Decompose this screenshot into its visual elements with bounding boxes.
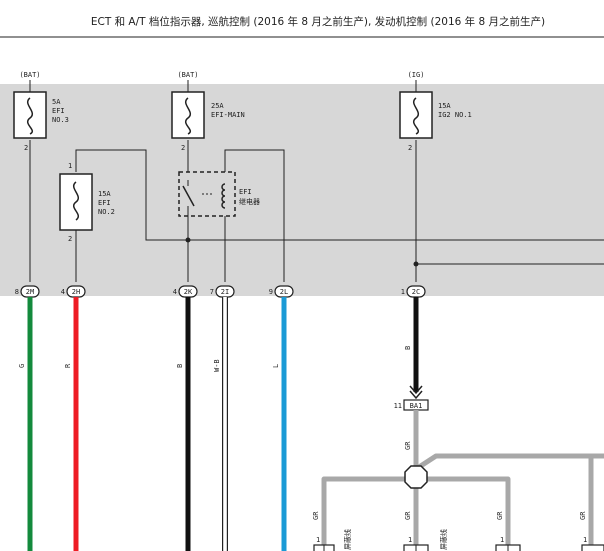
branch-connector-2: 1: [403, 536, 429, 551]
connector-2H: 4 2H: [61, 285, 86, 298]
wire-label-wb: W-B: [213, 359, 221, 372]
svg-text:EFI: EFI: [98, 199, 111, 207]
svg-text:15A: 15A: [438, 102, 451, 110]
svg-text:2: 2: [181, 144, 185, 152]
svg-text:1: 1: [68, 162, 72, 170]
branch-connector-4: 1: [581, 536, 604, 551]
splice-point-1: [185, 237, 191, 243]
fuse-efi-no3: 5A EFI NO.3 2: [13, 91, 69, 152]
svg-text:7: 7: [210, 288, 214, 296]
relay-coil: [221, 183, 226, 209]
connector-2C: 1 2C: [401, 285, 426, 298]
svg-text:EFI: EFI: [52, 107, 65, 115]
fuse-efi-main: 25A EFI-MAIN 2: [171, 91, 245, 152]
wire-label-gr-main: GR: [404, 441, 412, 450]
svg-text:11: 11: [394, 402, 402, 410]
junction-block: [0, 84, 604, 296]
relay-switch-contact: [182, 185, 195, 207]
svg-text:2: 2: [24, 144, 28, 152]
svg-text:4: 4: [173, 288, 177, 296]
wire-label-gr-3: GR: [496, 511, 504, 520]
svg-text:2I: 2I: [221, 288, 229, 296]
svg-text:1: 1: [316, 536, 320, 544]
svg-text:EFI: EFI: [239, 188, 252, 196]
svg-text:8: 8: [15, 288, 19, 296]
connector-2K: 4 2K: [173, 285, 198, 298]
svg-text:25A: 25A: [211, 102, 224, 110]
connector-2M: 8 2M: [15, 285, 40, 298]
fuse-ig2-no1: 15A IG2 NO.1 2: [399, 91, 472, 152]
connector-2I: 7 2I: [210, 285, 235, 298]
fuse-efi-no2: 1 15A EFI NO.2 2: [59, 162, 115, 243]
power-label-bat-2: (BAT): [177, 71, 198, 79]
svg-text:2K: 2K: [184, 288, 193, 296]
svg-text:2L: 2L: [280, 288, 288, 296]
svg-text:IG2 NO.1: IG2 NO.1: [438, 111, 472, 119]
svg-text:2: 2: [68, 235, 72, 243]
svg-text:NO.2: NO.2: [98, 208, 115, 216]
shield-label-a: 屏蔽线: [343, 529, 352, 550]
connector-2L: 9 2L: [269, 285, 294, 298]
wire-label-gr-2: GR: [404, 511, 412, 520]
svg-text:4: 4: [61, 288, 65, 296]
branch-connector-1: 1: [313, 536, 335, 551]
power-label-ig: (IG): [408, 71, 425, 79]
wire-label-b-1: B: [176, 364, 184, 368]
power-label-bat-1: (BAT): [19, 71, 40, 79]
efi-relay: EFI 继电器: [178, 171, 260, 217]
wire-label-r: R: [64, 363, 72, 368]
svg-text:1: 1: [500, 536, 504, 544]
shield-label-b: 屏蔽线: [439, 529, 448, 550]
svg-text:5A: 5A: [52, 98, 61, 106]
svg-text:BA1: BA1: [410, 402, 423, 410]
svg-text:2M: 2M: [26, 288, 34, 296]
wire-label-b-2: B: [404, 346, 412, 350]
svg-text:15A: 15A: [98, 190, 111, 198]
wire-label-gr-1: GR: [312, 511, 320, 520]
svg-text:NO.3: NO.3: [52, 116, 69, 124]
connector-BA1: 11 BA1: [394, 385, 429, 411]
svg-text:EFI-MAIN: EFI-MAIN: [211, 111, 245, 119]
shield-junction: [404, 465, 428, 489]
svg-text:1: 1: [401, 288, 405, 296]
svg-text:2H: 2H: [72, 288, 80, 296]
splice-point-2: [413, 261, 419, 267]
svg-text:9: 9: [269, 288, 273, 296]
gray-harness: [321, 410, 604, 551]
svg-text:继电器: 继电器: [239, 197, 260, 206]
wire-label-gr-4: GR: [579, 511, 587, 520]
svg-text:2C: 2C: [412, 288, 420, 296]
diagram-title: ECT 和 A/T 档位指示器, 巡航控制 (2016 年 8 月之前生产), …: [91, 15, 545, 28]
svg-text:1: 1: [408, 536, 412, 544]
wire-label-g: G: [18, 364, 26, 368]
wire-label-l: L: [272, 364, 280, 368]
svg-text:2: 2: [408, 144, 412, 152]
svg-text:1: 1: [583, 536, 587, 544]
branch-connector-3: 1: [495, 536, 521, 551]
